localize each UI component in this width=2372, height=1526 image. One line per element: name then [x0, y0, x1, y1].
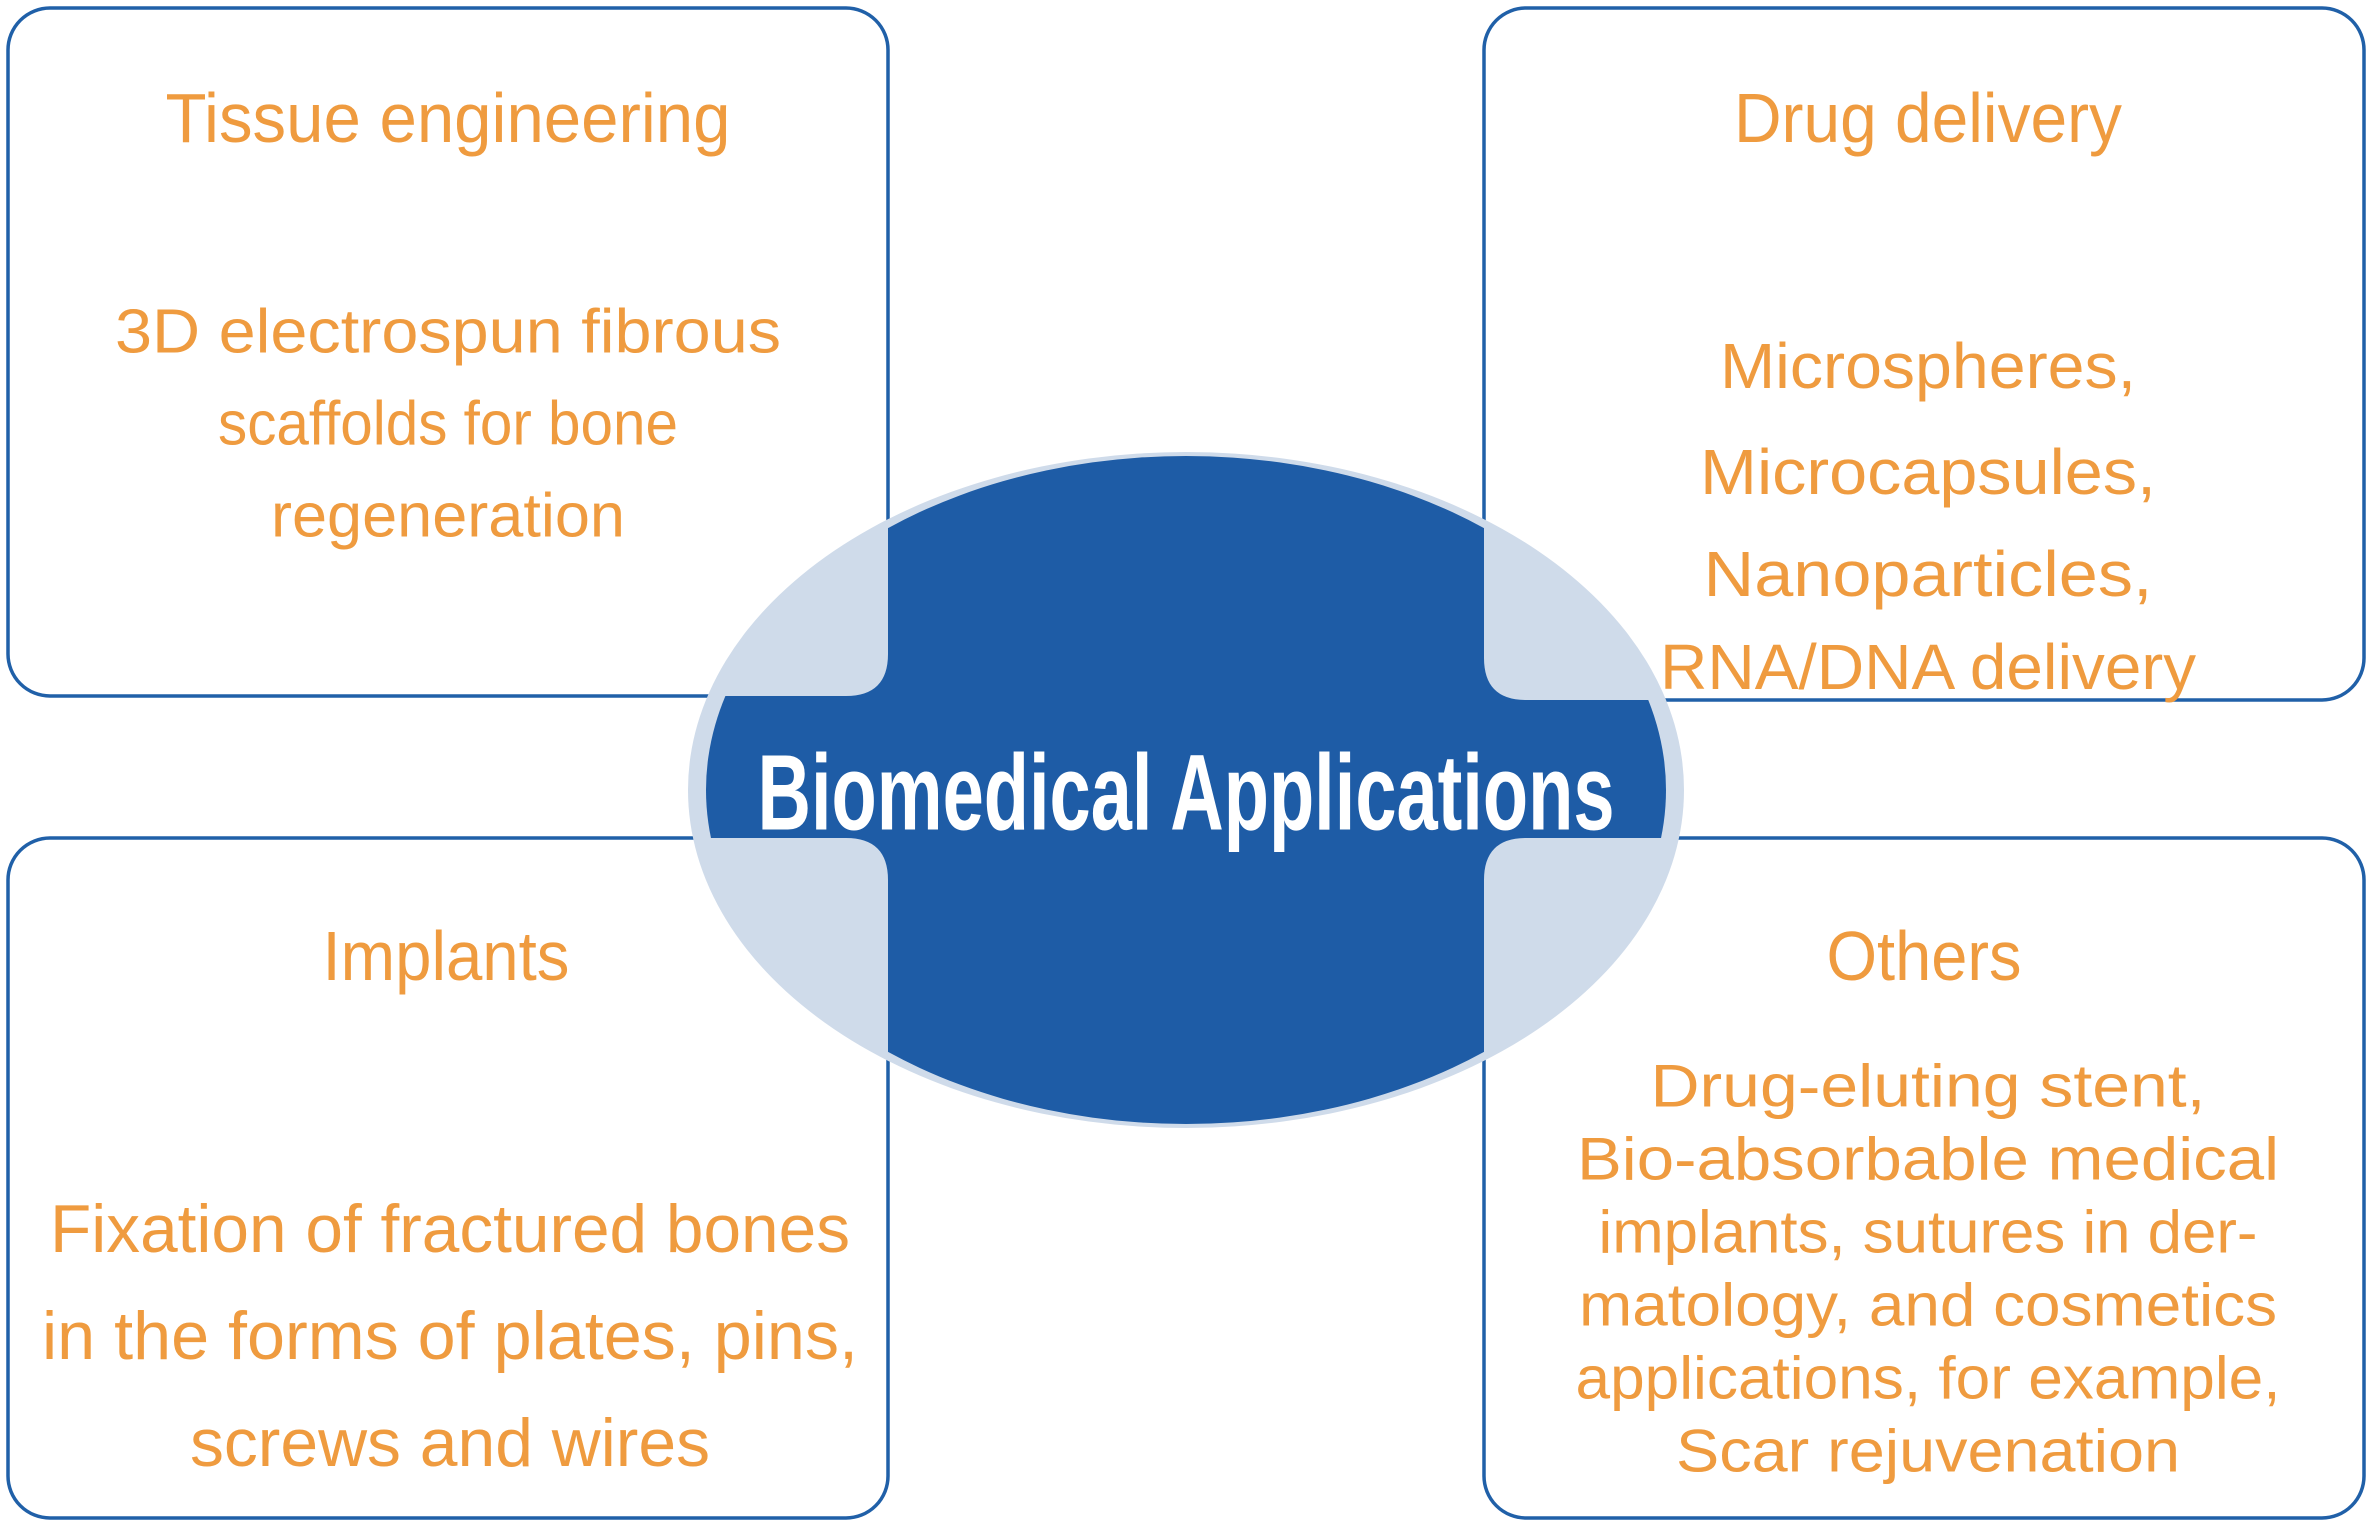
implants-line: in the forms of plates, pins,: [42, 1298, 858, 1374]
center-ellipse: [706, 456, 1666, 1124]
center-label: Biomedical Applications: [758, 732, 1615, 853]
drug-delivery-line: RNA/DNA delivery: [1660, 631, 2196, 703]
drug-delivery-line: Microspheres,: [1720, 330, 2136, 402]
drug-delivery-line: Microcapsules,: [1700, 436, 2156, 508]
others-title: Others: [1827, 917, 2022, 995]
others-box: [1482, 836, 2366, 1520]
tissue-engineering-title: Tissue engineering: [166, 79, 731, 157]
others-line: implants, sutures in der-: [1599, 1199, 2258, 1266]
drug-delivery-line: Nanoparticles,: [1704, 538, 2153, 610]
tissue-engineering-line: regeneration: [271, 482, 625, 551]
others-line: Scar rejuvenation: [1676, 1418, 2180, 1485]
drug-delivery-title: Drug delivery: [1734, 79, 2122, 157]
implants-title: Implants: [323, 917, 570, 995]
others-line: applications, for example,: [1576, 1345, 2281, 1412]
implants-box: [6, 836, 890, 1520]
implants-line: screws and wires: [190, 1405, 710, 1481]
implants-line: Fixation of fractured bones: [50, 1191, 850, 1267]
others-line: Bio-absorbable medical: [1577, 1126, 2279, 1193]
others-line: matology, and cosmetics: [1579, 1272, 2277, 1339]
tissue-engineering-box: [6, 6, 890, 698]
tissue-engineering-line: 3D electrospun fibrous: [115, 298, 781, 367]
tissue-engineering-line: scaffolds for bone: [218, 390, 678, 459]
others-line: Drug-eluting stent,: [1651, 1053, 2206, 1120]
drug-delivery-box: [1482, 6, 2366, 702]
